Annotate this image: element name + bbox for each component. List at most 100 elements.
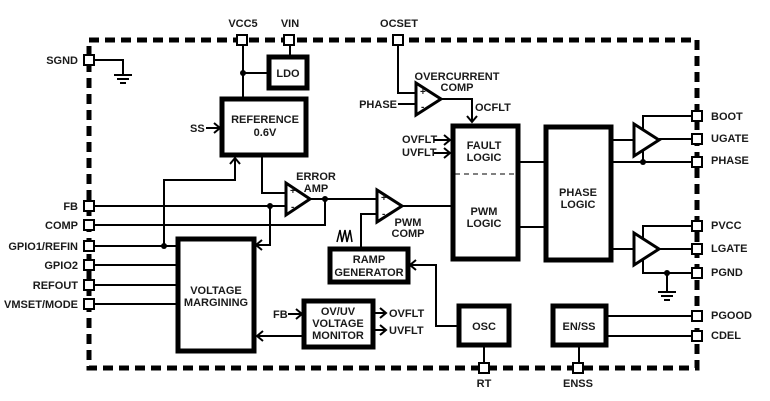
pin-phase[interactable]: PHASE	[691, 155, 749, 168]
voltage-margining-block	[175, 236, 257, 354]
pin-boot-pad[interactable]	[691, 110, 703, 122]
pin-rt-label: RT	[477, 378, 492, 390]
pin-vin-label: VIN	[281, 18, 299, 30]
pin-sgnd[interactable]: SGND	[46, 54, 95, 67]
pwm-comp-label-2: COMP	[392, 228, 425, 240]
pin-vmset-mode-label: VMSET/MODE	[4, 299, 78, 311]
pwm-comp-plus: +	[381, 193, 387, 204]
pin-cdel-pad[interactable]	[691, 330, 703, 342]
pin-gpio1-refin-pad[interactable]	[83, 240, 95, 252]
ramp-generator-label-2: GENERATOR	[334, 267, 403, 279]
pgnd-wire	[642, 260, 692, 274]
phase-logic-label-1: PHASE	[559, 187, 597, 199]
pin-vcc5-label: VCC5	[228, 18, 257, 30]
pin-refout-label: REFOUT	[33, 280, 79, 292]
pin-pgood[interactable]: PGOOD	[691, 310, 752, 322]
monitor-label-3: MONITOR	[312, 330, 364, 342]
sawtooth-icon	[336, 229, 353, 243]
pin-vin[interactable]: VIN	[281, 18, 299, 46]
uvflt-in-label: UVFLT	[402, 147, 437, 159]
pin-refout[interactable]: REFOUT	[33, 279, 95, 292]
error-amp-label-2: AMP	[304, 183, 328, 195]
refin-to-reference-wire	[163, 158, 236, 246]
pwm-comp-icon	[375, 187, 405, 225]
pin-boot[interactable]: BOOT	[691, 110, 743, 123]
pin-sgnd-label: SGND	[46, 55, 78, 67]
overcurrent-comp-icon	[414, 80, 444, 118]
reference-block	[219, 96, 309, 158]
pin-boot-label: BOOT	[711, 111, 743, 123]
refin-arrow-icon	[229, 156, 241, 165]
osc-label: OSC	[472, 321, 496, 333]
pin-pvcc-pad[interactable]	[691, 220, 703, 232]
pgnd-ground-icon	[658, 273, 676, 301]
comp-wire	[94, 199, 326, 226]
ocflt-wire	[441, 98, 473, 122]
ocset-wire	[397, 45, 416, 94]
voltage-margining-label-1: VOLTAGE	[190, 285, 242, 297]
overcurrent-label-2: COMP	[441, 82, 474, 94]
pin-refout-pad[interactable]	[83, 279, 95, 291]
pin-gpio2-pad[interactable]	[83, 259, 95, 271]
pin-vmset-mode[interactable]: VMSET/MODE	[4, 298, 95, 311]
pin-ocset-pad[interactable]	[392, 34, 404, 46]
pin-vcc5-pad[interactable]	[236, 34, 248, 46]
pin-gpio1-refin-label: GPIO1/REFIN	[8, 241, 78, 253]
pin-vin-pad[interactable]	[283, 34, 295, 46]
pin-lgate-pad[interactable]	[691, 243, 703, 255]
uvflt-in-arrow-icon	[443, 147, 452, 159]
upper-driver-icon	[632, 121, 662, 159]
pin-pgnd-pad[interactable]	[691, 267, 703, 279]
ov-uv-monitor-block	[301, 298, 376, 350]
pin-phase-pad[interactable]	[691, 156, 703, 168]
osc-ramp-arrow-icon	[408, 259, 417, 271]
pin-ugate-label: UGATE	[711, 133, 749, 145]
pin-enss-pad[interactable]	[572, 362, 584, 374]
junction-dot	[322, 196, 328, 202]
overcurrent-label-1: OVERCURRENT	[415, 71, 500, 83]
pin-ugate[interactable]: UGATE	[691, 133, 749, 145]
junction-dot	[640, 159, 646, 165]
pin-sgnd-pad[interactable]	[83, 54, 95, 66]
ldo-block	[266, 54, 310, 91]
error-amp-minus: -	[291, 202, 294, 213]
pin-rt-pad[interactable]	[478, 362, 490, 374]
phase-logic-block	[543, 124, 614, 263]
pin-pgood-label: PGOOD	[711, 310, 752, 322]
pin-gpio1-refin[interactable]: GPIO1/REFIN	[8, 240, 95, 253]
pin-fb[interactable]: FB	[63, 200, 95, 213]
ocflt-label: OCFLT	[475, 102, 511, 114]
pin-comp-pad[interactable]	[83, 219, 95, 231]
pin-fb-pad[interactable]	[83, 200, 95, 212]
junction-dot	[161, 243, 167, 249]
pin-ugate-pad[interactable]	[691, 133, 703, 145]
pwm-logic-label-1: PWM	[471, 206, 498, 218]
pin-pgood-pad[interactable]	[691, 310, 703, 322]
ref-to-erramp-wire	[261, 155, 286, 194]
ovflt-in-arrow-icon	[443, 134, 452, 146]
uvflt-out-arrow-icon	[379, 324, 388, 336]
pin-gpio2[interactable]: GPIO2	[44, 259, 95, 272]
ramp-to-pwmcomp-wire	[360, 213, 377, 247]
pin-cdel-label: CDEL	[711, 330, 741, 342]
pwm-logic-label-2: LOGIC	[467, 218, 502, 230]
ocflt-arrow-icon	[466, 115, 478, 124]
pin-ocset-label: OCSET	[380, 18, 418, 30]
pin-enss-label: ENSS	[563, 378, 593, 390]
pin-pvcc[interactable]: PVCC	[691, 220, 742, 232]
reference-label-2: 0.6V	[254, 127, 277, 139]
ramp-generator-block	[327, 246, 411, 285]
pin-gpio2-label: GPIO2	[44, 260, 78, 272]
pin-vmset-mode-pad[interactable]	[83, 298, 95, 310]
pin-comp-label: COMP	[45, 220, 78, 232]
pin-cdel[interactable]: CDEL	[691, 330, 741, 342]
ramp-generator-label-1: RAMP	[353, 254, 385, 266]
pin-comp[interactable]: COMP	[45, 219, 95, 232]
pin-rt[interactable]: RT	[477, 362, 492, 390]
pin-pgnd[interactable]: PGND	[691, 267, 743, 279]
boot-wire	[642, 115, 692, 129]
pin-pgnd-label: PGND	[711, 267, 743, 279]
pin-lgate[interactable]: LGATE	[691, 243, 747, 255]
en-ss-block	[550, 303, 609, 348]
